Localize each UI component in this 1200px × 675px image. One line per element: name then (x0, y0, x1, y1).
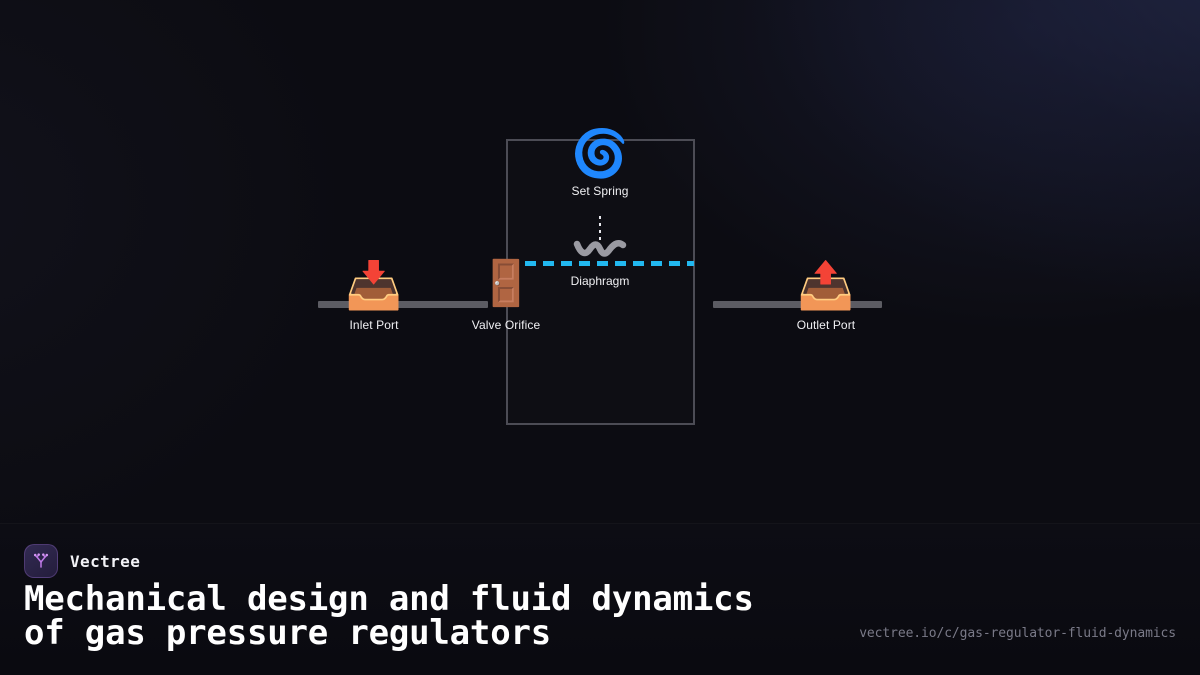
vectree-tree-logo-icon (24, 544, 58, 578)
node-valve-orifice[interactable]: 🚪 Valve Orifice (436, 258, 576, 333)
node-inlet-port[interactable]: 📥 Inlet Port (304, 262, 444, 332)
diaphragm-label: Diaphragm (570, 274, 630, 288)
node-label-inlet-port: Inlet Port (349, 318, 399, 332)
node-set-spring[interactable]: 🌀 Set Spring (530, 130, 670, 198)
node-label-valve-orifice: Valve Orifice (471, 318, 541, 332)
spring-squiggle-icon (573, 239, 627, 257)
node-label-outlet-port: Outlet Port (796, 318, 856, 332)
brand-name: Vectree (70, 551, 141, 571)
brand-row[interactable]: Vectree (24, 544, 140, 578)
outlet-pipe (713, 301, 882, 308)
node-outlet-port[interactable]: 📤 Outlet Port (756, 262, 896, 332)
tree-glyph-icon (33, 553, 49, 568)
node-label-set-spring: Set Spring (571, 184, 629, 198)
outbox-tray-icon: 📤 (797, 258, 855, 312)
regulator-chamber-box (506, 139, 695, 425)
door-icon: 🚪 (478, 258, 534, 309)
inbox-tray-icon: 📥 (345, 258, 403, 312)
diagram-canvas: 🌀 Set Spring Diaphragm 📥 Inlet Port 🚪 Va… (304, 130, 896, 425)
diaphragm-membrane-line (507, 261, 694, 266)
footer-bar: Vectree Mechanical design and fluid dyna… (0, 523, 1200, 675)
spiral-icon: 🌀 (571, 126, 629, 180)
inlet-pipe (318, 301, 488, 308)
page-title: Mechanical design and fluid dynamics of … (24, 579, 754, 653)
footer-url[interactable]: vectree.io/c/gas-regulator-fluid-dynamic… (859, 626, 1176, 641)
set-spring-connector-line (599, 216, 601, 242)
